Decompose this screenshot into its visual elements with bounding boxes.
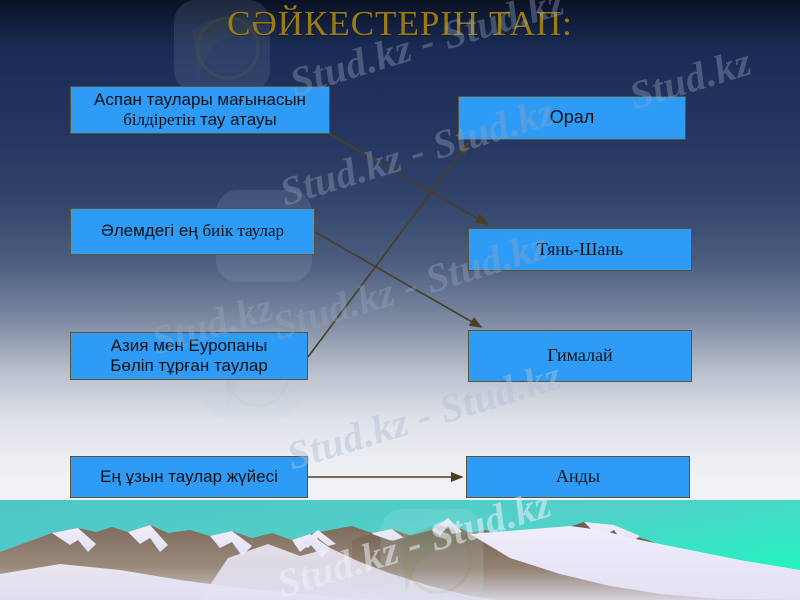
question-1-line-1: Аспан таулары мағынасын (94, 89, 306, 109)
connector-q2-a3 (314, 231, 483, 328)
question-1-line-2: білдіретін тау атауы (123, 110, 277, 129)
question-box-3[interactable]: Азия мен Еуропаны Бөліп тұрған таулар (70, 332, 308, 380)
question-box-2[interactable]: Әлемдегі ең биік таулар (70, 208, 315, 255)
connector-q1-a2 (329, 133, 489, 225)
answer-3-label: Гималай (547, 345, 613, 366)
answer-box-gimalai[interactable]: Гималай (468, 330, 692, 382)
question-4-label: Ең ұзын таулар жүйесі (100, 466, 278, 486)
answer-box-oral[interactable]: Орал (458, 96, 686, 140)
question-3-line-2: Бөліп тұрған таулар (110, 356, 268, 375)
slide-title: СӘЙКЕСТЕРІН ТАП: (227, 4, 573, 43)
question-box-1[interactable]: Аспан таулары мағынасын білдіретін тау а… (70, 86, 330, 134)
connector-q3-a1 (307, 141, 469, 358)
question-3-line-1: Азия мен Еуропаны (110, 335, 268, 355)
answer-2-label: Тянь-Шань (536, 238, 624, 259)
answer-box-andy[interactable]: Анды (466, 456, 690, 498)
answer-box-tyan-shan[interactable]: Тянь-Шань (468, 228, 692, 271)
question-box-4[interactable]: Ең ұзын таулар жүйесі (70, 456, 308, 498)
answer-4-label: Анды (556, 466, 600, 487)
mountain-illustration (0, 500, 800, 600)
answer-1-label: Орал (549, 107, 595, 128)
question-2-line-1: Әлемдегі ең биік таулар (100, 221, 285, 241)
